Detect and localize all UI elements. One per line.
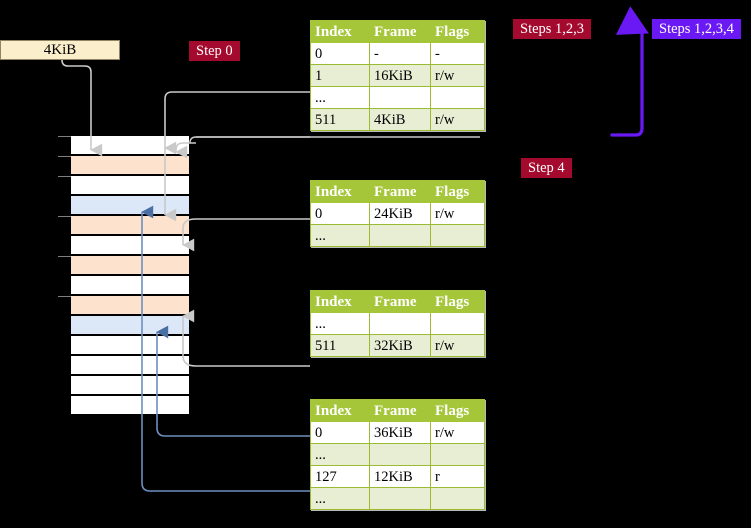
badge-steps-1-2-3: Steps 1,2,3: [513, 19, 592, 39]
table-row[interactable]: ...: [310, 86, 485, 109]
table-cell: ...: [310, 443, 370, 466]
memory-row: [70, 335, 190, 355]
memory-row: [58, 175, 190, 195]
column-header-flags: Flags: [430, 290, 485, 313]
table-cell: [369, 443, 431, 466]
memory-row: [70, 235, 190, 255]
memory-row: [58, 135, 190, 155]
column-header-index: Index: [310, 180, 370, 203]
column-header-frame: Frame: [369, 399, 431, 422]
table-cell: 1: [310, 64, 370, 87]
table-cell: 4KiB: [369, 108, 431, 131]
memory-row-tick: [58, 296, 71, 297]
table-row[interactable]: ...: [310, 487, 485, 510]
table-cell: [369, 86, 431, 109]
table-cell: [369, 487, 431, 510]
table-cell: -: [369, 42, 431, 65]
memory-row: [58, 255, 190, 275]
table-cell: r/w: [430, 108, 485, 131]
table-row[interactable]: ...: [310, 224, 485, 247]
memory-row-tick: [58, 176, 71, 177]
memory-row: [58, 155, 190, 175]
column-header-flags: Flags: [430, 20, 485, 43]
connector-table2-511-to-grid: [182, 309, 310, 367]
memory-row-tick: [58, 256, 71, 257]
memory-row-tick: [58, 136, 71, 137]
connector-table1-row0-to-grid: [182, 218, 310, 252]
table-row[interactable]: ...: [310, 312, 485, 335]
table-cell: r/w: [430, 421, 485, 444]
table-cell: 24KiB: [369, 202, 431, 225]
table-cell: [369, 312, 431, 335]
table-cell: 32KiB: [369, 334, 431, 357]
badge-step-0: Step 0: [189, 41, 240, 61]
column-header-flags: Flags: [430, 399, 485, 422]
memory-row: [70, 315, 190, 335]
table-cell: [430, 443, 485, 466]
memory-row: [70, 375, 190, 395]
table-cell: [430, 86, 485, 109]
table-cell: ...: [310, 224, 370, 247]
memory-row: [58, 295, 190, 315]
column-header-frame: Frame: [369, 290, 431, 313]
table-cell: r: [430, 465, 485, 488]
table-cell: r/w: [430, 64, 485, 87]
column-header-frame: Frame: [369, 180, 431, 203]
memory-size-box: 4KiB: [0, 40, 120, 60]
table-cell: 127: [310, 465, 370, 488]
table-cell: 511: [310, 334, 370, 357]
column-header-index: Index: [310, 399, 370, 422]
table-row[interactable]: ...: [310, 443, 485, 466]
column-header-index: Index: [310, 290, 370, 313]
table-cell: r/w: [430, 202, 485, 225]
table-cell: ...: [310, 86, 370, 109]
column-header-frame: Frame: [369, 20, 431, 43]
table-cell: [430, 487, 485, 510]
table-cell: 16KiB: [369, 64, 431, 87]
table-row[interactable]: 0--: [310, 42, 485, 65]
memory-row-tick: [58, 156, 71, 157]
table-cell: 12KiB: [369, 465, 431, 488]
memory-row: [70, 355, 190, 375]
table-cell: 0: [310, 421, 370, 444]
memory-row: [70, 195, 190, 215]
memory-row: [70, 395, 190, 415]
table-cell: [430, 312, 485, 335]
purple-bracket: [610, 6, 649, 137]
badge-steps-1-2-3-4: Steps 1,2,3,4: [652, 19, 741, 39]
table-cell: -: [430, 42, 485, 65]
table-cell: 36KiB: [369, 421, 431, 444]
table-cell: 0: [310, 42, 370, 65]
table-cell: 511: [310, 108, 370, 131]
badge-step-4: Step 4: [521, 158, 572, 178]
table-cell: [369, 224, 431, 247]
column-header-flags: Flags: [430, 180, 485, 203]
column-header-index: Index: [310, 20, 370, 43]
table-cell: [430, 224, 485, 247]
table-cell: ...: [310, 487, 370, 510]
physical-memory-grid: [58, 135, 190, 415]
connector-table0-511-to-grid: [189, 136, 480, 144]
table-cell: ...: [310, 312, 370, 335]
memory-row: [70, 275, 190, 295]
memory-row: [58, 215, 190, 235]
table-cell: 0: [310, 202, 370, 225]
memory-row-tick: [58, 216, 71, 217]
table-cell: r/w: [430, 334, 485, 357]
